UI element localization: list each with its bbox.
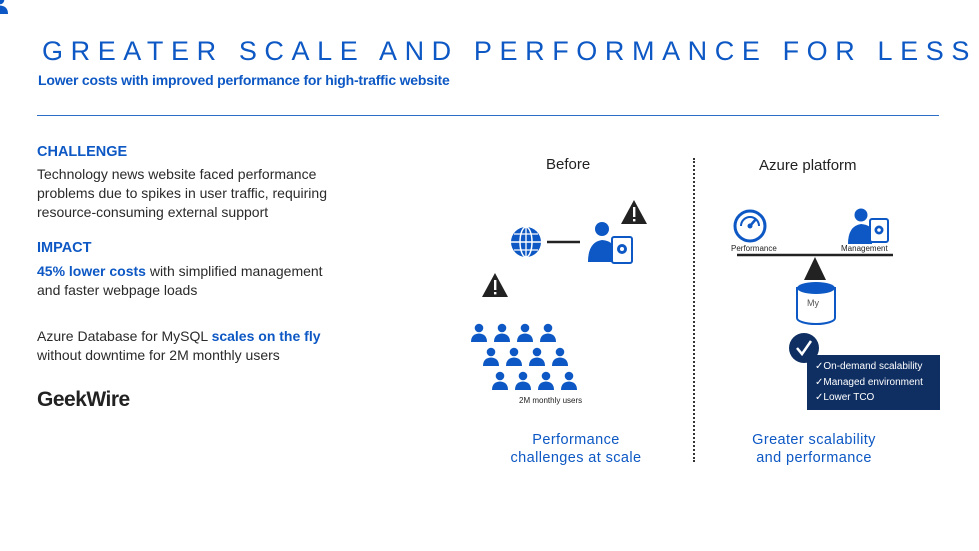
scale-sql: SQL	[180, 328, 212, 344]
scale-prefix: Azure Database for My	[37, 328, 181, 344]
admin-user-icon	[848, 208, 889, 244]
impact-highlight: 45% lower costs	[37, 263, 146, 279]
azure-caption-line-1: Greater scalability	[752, 432, 876, 448]
challenge-line-2: problems due to spikes in user traffic, …	[37, 185, 327, 201]
user-group-icon	[471, 323, 577, 390]
before-caption: Performance challenges at scale	[496, 431, 656, 467]
warning-icon	[482, 273, 508, 297]
warning-icon	[621, 200, 647, 224]
globe-icon	[511, 226, 541, 258]
page-subtitle: Lower costs with improved performance fo…	[38, 72, 450, 88]
impact-line-2: and faster webpage loads	[37, 282, 198, 298]
benefit-text: Managed environment	[823, 376, 923, 388]
users-label: 2M monthly users	[519, 396, 583, 405]
user-group-icon	[0, 0, 8, 14]
azure-caption: Greater scalability and performance	[734, 431, 894, 467]
azure-heading: Azure platform	[759, 157, 857, 174]
benefits-box: ✓On-demand scalability ✓Managed environm…	[807, 355, 940, 410]
scale-line-2: without downtime for 2M monthly users	[37, 347, 280, 363]
scale-highlight: scales on the fly	[211, 328, 321, 344]
impact-line-1-rest: with simplified management	[145, 263, 323, 279]
header-divider	[37, 115, 939, 116]
azure-caption-line-2: and performance	[756, 450, 872, 466]
performance-label: Performance	[731, 244, 777, 253]
impact-line-1: 45% lower costs with simplified manageme…	[37, 262, 377, 281]
database-label: My	[807, 298, 819, 308]
admin-user-icon	[588, 222, 633, 264]
before-heading: Before	[546, 156, 591, 173]
impact-heading: IMPACT	[37, 240, 92, 256]
benefit-item: ✓Managed environment	[815, 376, 923, 388]
page-title: GREATER SCALE AND PERFORMANCE FOR LESS	[42, 36, 977, 66]
balance-fulcrum	[804, 257, 826, 280]
challenge-line-1: Technology news website faced performanc…	[37, 166, 317, 182]
before-caption-line-1: Performance	[532, 432, 620, 448]
impact-text: 45% lower costs with simplified manageme…	[37, 262, 377, 300]
before-caption-line-2: challenges at scale	[510, 450, 642, 466]
column-divider	[693, 158, 695, 462]
benefit-text: On-demand scalability	[823, 361, 923, 372]
gauge-icon	[733, 209, 767, 243]
database-icon	[796, 282, 836, 325]
benefit-item: ✓Lower TCO	[815, 392, 875, 403]
benefit-text: Lower TCO	[823, 392, 875, 403]
management-label: Management	[841, 244, 888, 253]
geekwire-logo: GeekWire	[37, 388, 130, 411]
challenge-line-3: resource-consuming external support	[37, 204, 269, 220]
scale-line-1: Azure Database for MySQL scales on the f…	[37, 327, 397, 346]
challenge-text: Technology news website faced performanc…	[37, 165, 377, 222]
benefit-item: ✓On-demand scalability	[815, 361, 923, 372]
challenge-heading: CHALLENGE	[37, 144, 128, 160]
scale-text: Azure Database for MySQL scales on the f…	[37, 327, 397, 365]
